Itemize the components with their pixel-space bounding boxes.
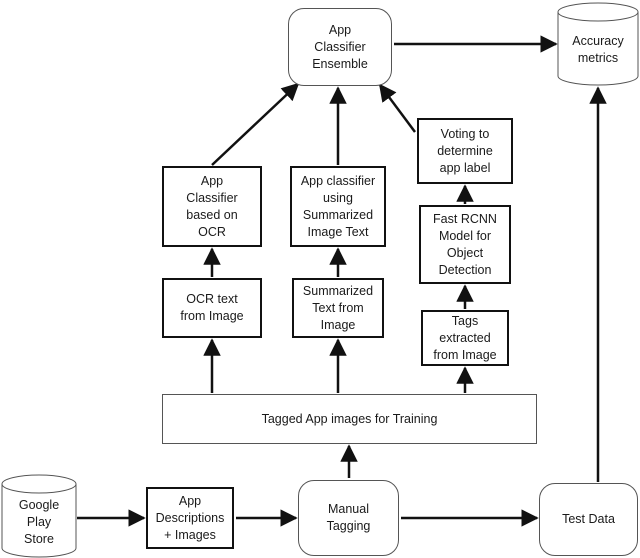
tags-extracted-node: Tags extracted from Image (421, 310, 509, 366)
app-classifier-ensemble-node: App Classifier Ensemble (288, 8, 392, 86)
accuracy-metrics-label: Accuracy metrics (572, 34, 624, 65)
google-play-store-label: Google Play Store (18, 497, 60, 546)
summarized-classifier-node: App classifier using Summarized Image Te… (290, 166, 386, 247)
ocr-text-node: OCR text from Image (162, 278, 262, 338)
fast-rcnn-node: Fast RCNN Model for Object Detection (419, 205, 511, 284)
test-data-node: Test Data (539, 483, 638, 556)
arrow-ocr-classifier-to-ensemble (211, 82, 300, 166)
arrow-voting-to-ensemble (378, 83, 417, 133)
google-play-store-cylinder (1, 474, 77, 558)
summarized-text-node: Summarized Text from Image (292, 278, 384, 338)
ocr-classifier-node: App Classifier based on OCR (162, 166, 262, 247)
voting-node: Voting to determine app label (417, 118, 513, 184)
tagged-app-images-node: Tagged App images for Training (162, 394, 537, 444)
app-descriptions-node: App Descriptions + Images (146, 487, 234, 549)
accuracy-metrics-cylinder (557, 2, 639, 86)
manual-tagging-node: Manual Tagging (298, 480, 399, 556)
